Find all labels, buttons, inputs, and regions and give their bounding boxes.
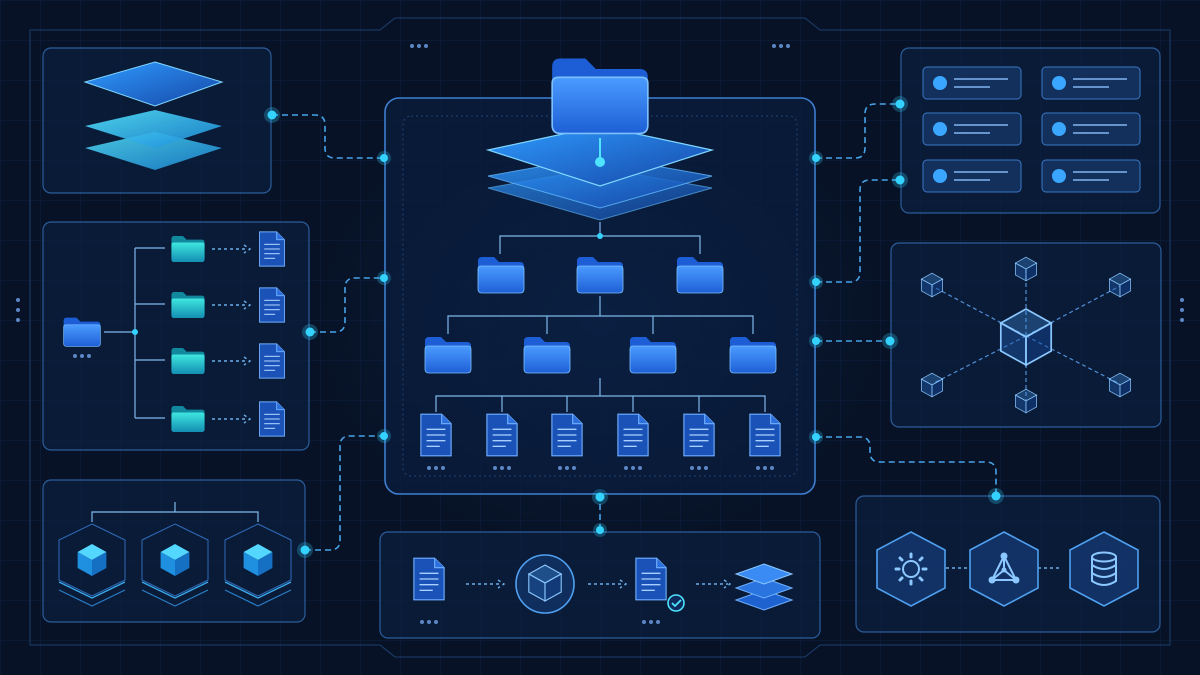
- tree-level-1-folders: [477, 256, 724, 294]
- folder-on-layers-icon: [485, 57, 715, 221]
- document-check-icon: [635, 557, 685, 612]
- database-icon: [1069, 531, 1139, 607]
- pipeline-document-icon: [413, 557, 445, 601]
- pipeline-layer-stack-icon: [734, 563, 794, 611]
- panel-bottom-left: [42, 479, 306, 623]
- panel-top-right: [900, 47, 1161, 214]
- tree-lines-level-2: [447, 296, 754, 334]
- cube-links: [91, 502, 259, 522]
- root-folder-icon: [63, 317, 101, 347]
- tree-lines-level-3: [435, 378, 766, 412]
- branch-arrows: [212, 244, 252, 424]
- layer-stack-icon: [83, 61, 224, 170]
- connector-nodes: [264, 96, 1004, 558]
- cube-grid-icon: [58, 523, 292, 607]
- cube-network-icon: [921, 256, 1131, 414]
- panel-top-left: [42, 47, 272, 194]
- panel-bottom-center: [379, 531, 821, 639]
- root-folder-dots: [73, 354, 91, 358]
- frame-dots: [16, 44, 1184, 322]
- document-dots: [427, 466, 774, 470]
- list-item-icons: [922, 66, 1141, 193]
- panel-center: [384, 57, 816, 495]
- pipeline-cube-icon: [515, 554, 575, 614]
- gear-icon: [876, 531, 946, 607]
- connectors: [272, 103, 997, 551]
- panel-middle-left: [42, 221, 310, 451]
- panel-middle-right: [890, 242, 1162, 428]
- outer-frame: [29, 17, 1171, 658]
- panel-bottom-right: [855, 495, 1161, 633]
- network-icon: [969, 531, 1039, 607]
